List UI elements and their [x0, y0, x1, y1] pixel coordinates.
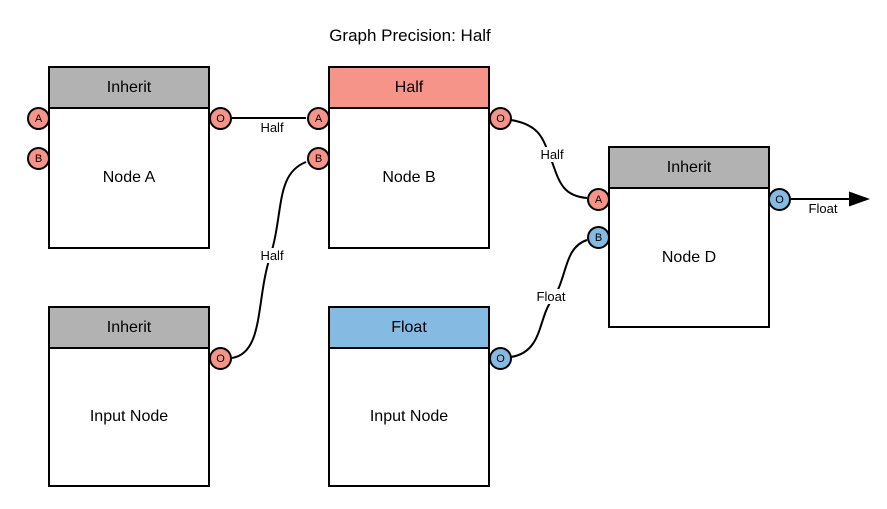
node-a: Inherit Node A [48, 66, 210, 249]
input-node-left-label: Input Node [89, 408, 169, 425]
node-b-header: Half [330, 68, 488, 109]
input-node-float-header: Float [330, 308, 488, 349]
node-b-port-b: B [307, 147, 330, 170]
node-d-header: Inherit [610, 148, 768, 189]
edge-label-half-3: Half [530, 147, 574, 162]
diagram-title: Graph Precision: Half [329, 26, 491, 45]
node-b-label: Node B [382, 169, 436, 186]
input-node-left: Inherit Input Node [48, 306, 210, 487]
node-b: Half Node B [328, 66, 490, 249]
edge-label-half-1: Half [250, 120, 294, 135]
node-d-port-a: A [587, 188, 610, 211]
node-d: Inherit Node D [608, 146, 770, 328]
edge-label-half-2: Half [250, 248, 294, 263]
input-node-left-port-o: O [209, 347, 232, 370]
node-a-port-o: O [209, 107, 232, 130]
node-d-port-o: O [768, 188, 791, 211]
node-d-label: Node D [661, 248, 717, 266]
node-a-header: Inherit [50, 68, 208, 109]
output-arrowhead-icon [849, 191, 870, 207]
input-node-float-port-o: O [489, 347, 512, 370]
node-a-label: Node A [102, 169, 156, 186]
edge-label-float-1: Float [527, 289, 575, 304]
node-a-port-b: B [27, 147, 50, 170]
node-b-port-o: O [489, 107, 512, 130]
edge-label-float-2: Float [799, 201, 847, 216]
input-node-float-label: Input Node [369, 408, 449, 425]
node-d-port-b: B [587, 226, 610, 249]
node-a-port-a: A [27, 107, 50, 130]
input-node-left-header: Inherit [50, 308, 208, 349]
node-b-port-a: A [307, 107, 330, 130]
input-node-float: Float Input Node [328, 306, 490, 487]
